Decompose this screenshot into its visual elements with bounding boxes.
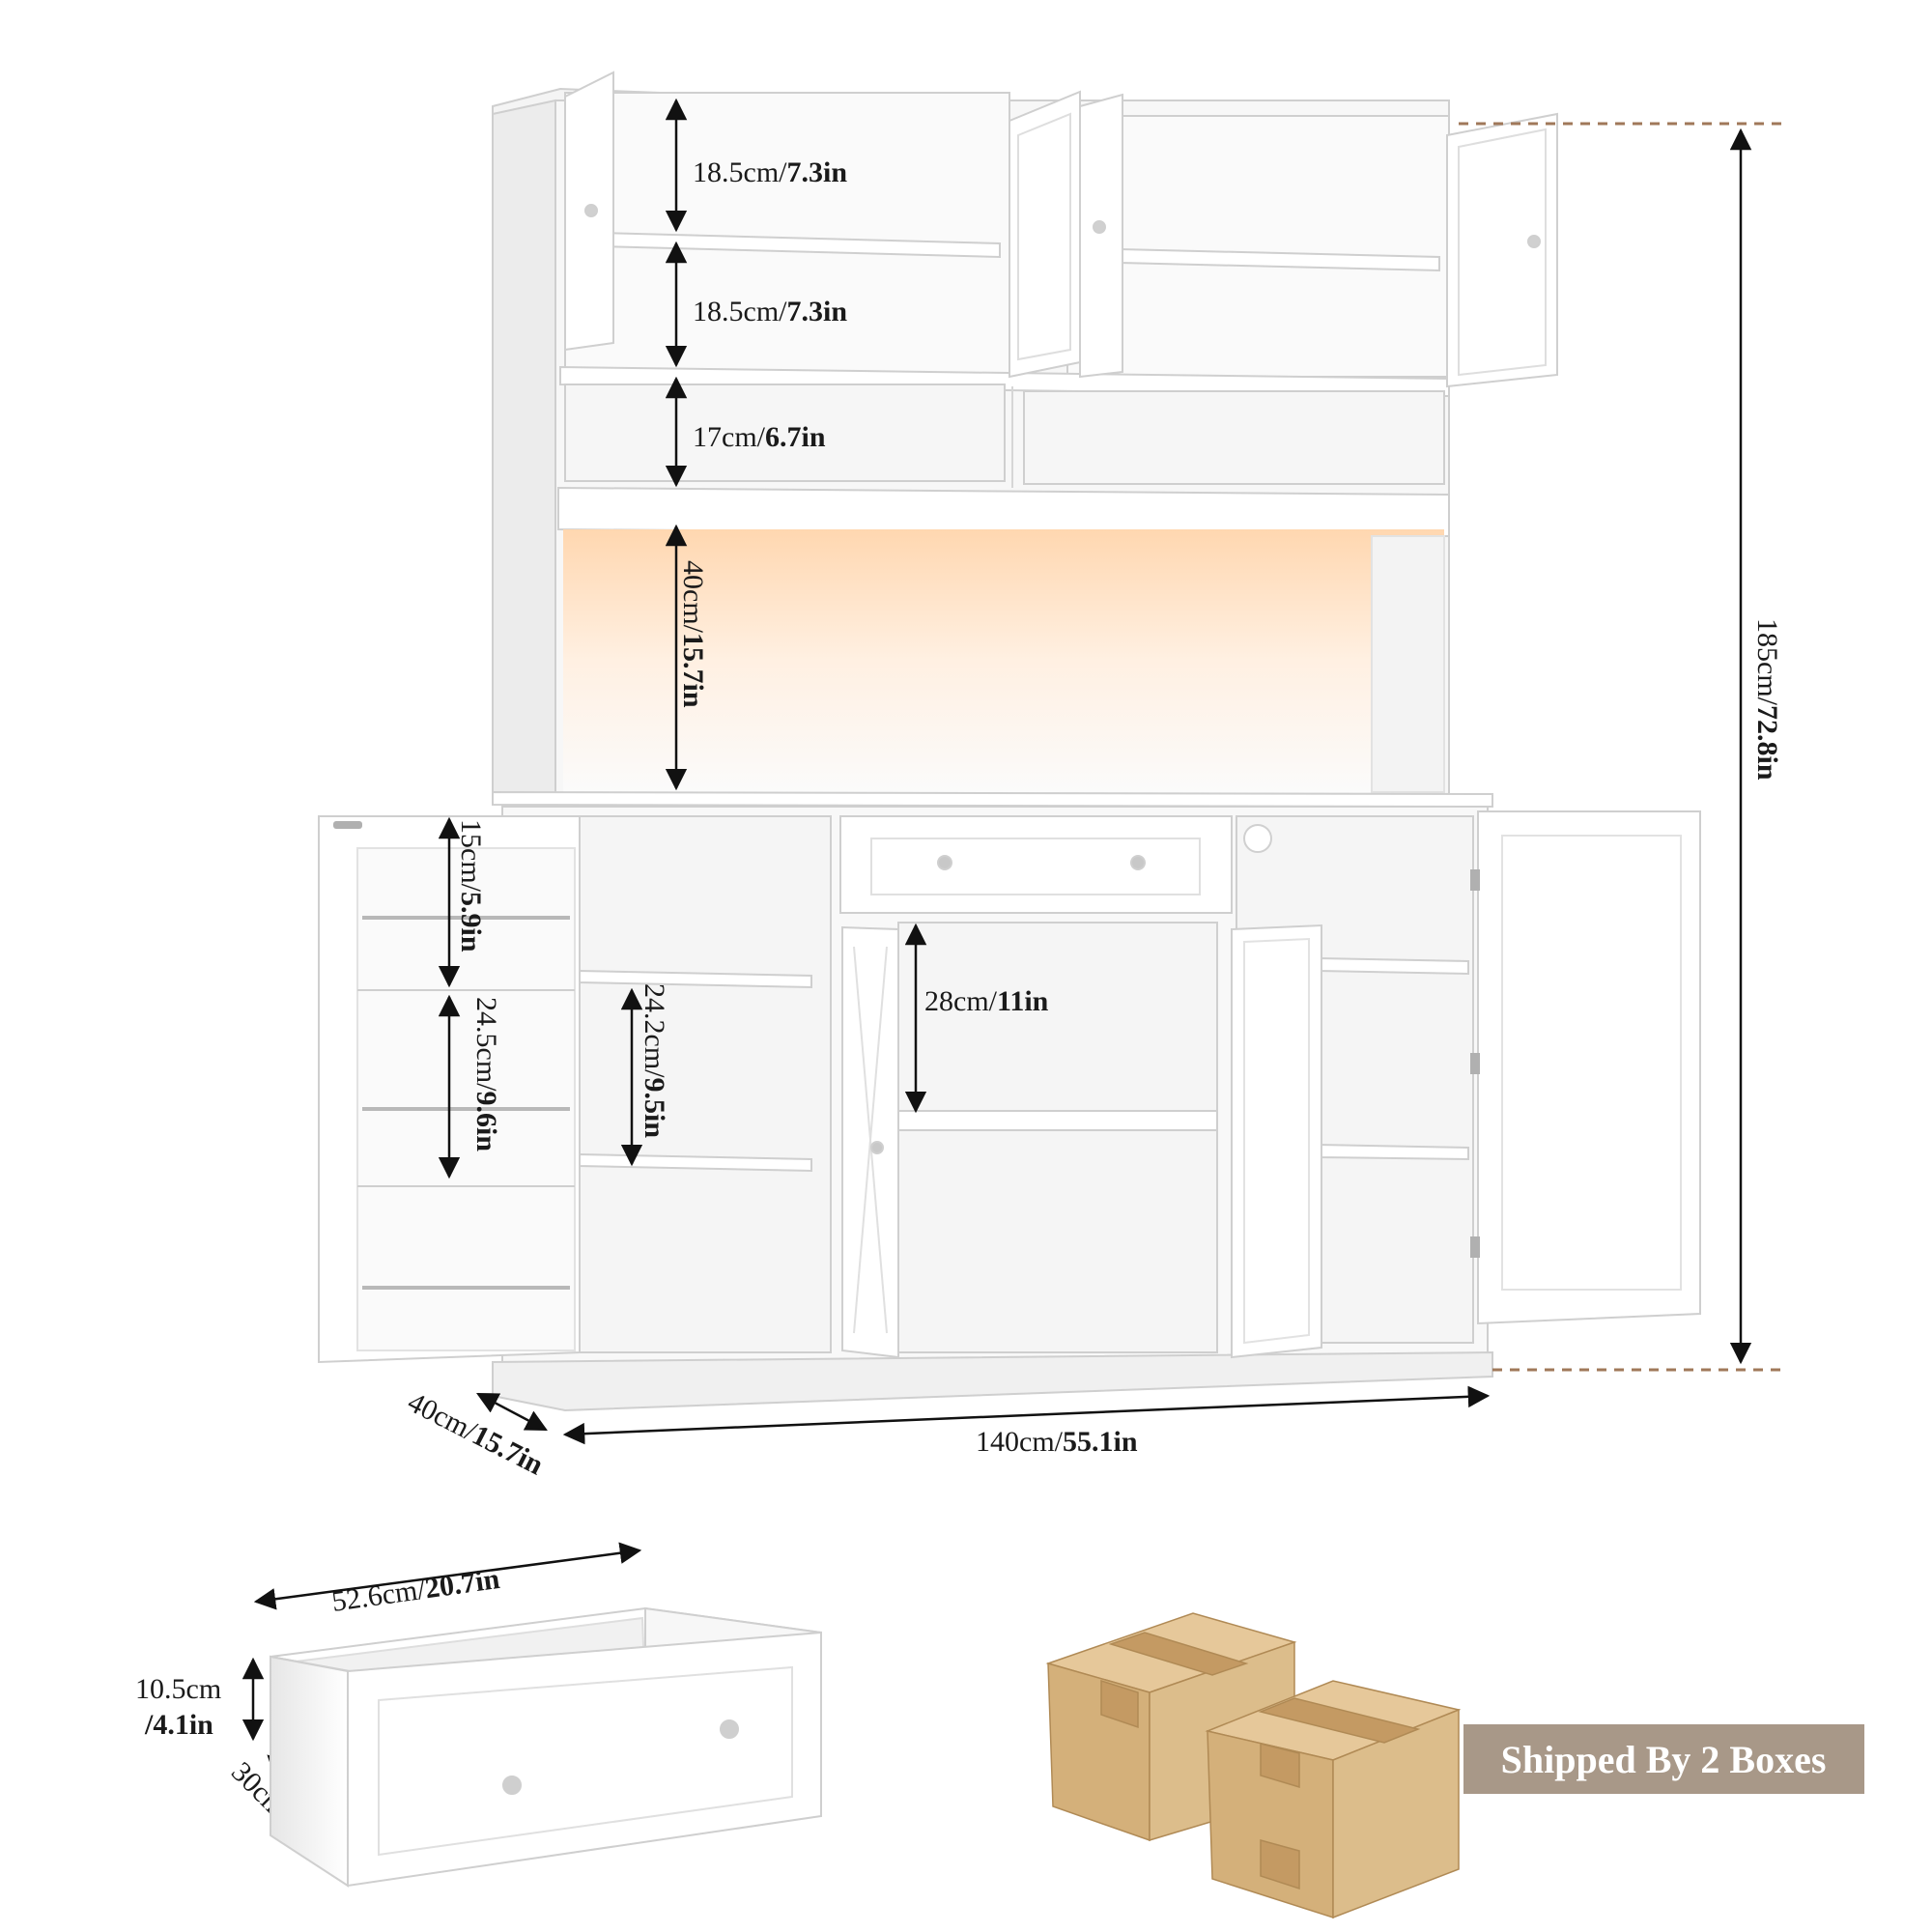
cabinet-drawer: [839, 815, 1233, 914]
base-cabinet: [492, 790, 1493, 1412]
hutch: [492, 87, 1450, 804]
box-front: [1205, 1680, 1462, 1919]
dim-door-rack-mid: 24.5cm/9.6in: [470, 997, 502, 1151]
dim-door-rack-top: 15cm/5.9in: [455, 819, 487, 952]
drawer-detail: [270, 1606, 822, 1888]
dim-upper-shelf-1: 18.5cm/7.3in: [693, 156, 847, 188]
dim-drawer-height-cm: 10.5cm: [135, 1673, 221, 1705]
dim-left-shelf: 24.2cm/9.5in: [639, 983, 670, 1138]
base-doors: [318, 810, 1701, 1364]
dim-led-hutch: 40cm/15.7in: [677, 560, 709, 708]
dim-drawer-width: 52.6cm/20.7in: [329, 1563, 501, 1618]
upper-doors: [564, 71, 1558, 388]
right-side-door: [1477, 810, 1701, 1325]
dim-total-height: 185cm/72.8in: [1751, 618, 1783, 781]
shipping-badge: Shipped By 2 Boxes: [1463, 1724, 1864, 1794]
dim-drawer-height-in: /4.1in: [144, 1709, 213, 1741]
dim-open-shelf: 17cm/6.7in: [693, 421, 826, 453]
x-door-right: [1231, 923, 1322, 1359]
dim-center-shelf: 28cm/11in: [924, 985, 1049, 1017]
height-guides: [1459, 122, 1787, 1372]
dim-width: 140cm/55.1in: [976, 1426, 1138, 1458]
shipping-label: Shipped By 2 Boxes: [1501, 1738, 1827, 1781]
dim-upper-shelf-2: 18.5cm/7.3in: [693, 296, 847, 327]
shipping-boxes: [1045, 1612, 1462, 1919]
upper-door-right-2: [1446, 112, 1558, 388]
upper-door-right-1: [1079, 93, 1123, 379]
